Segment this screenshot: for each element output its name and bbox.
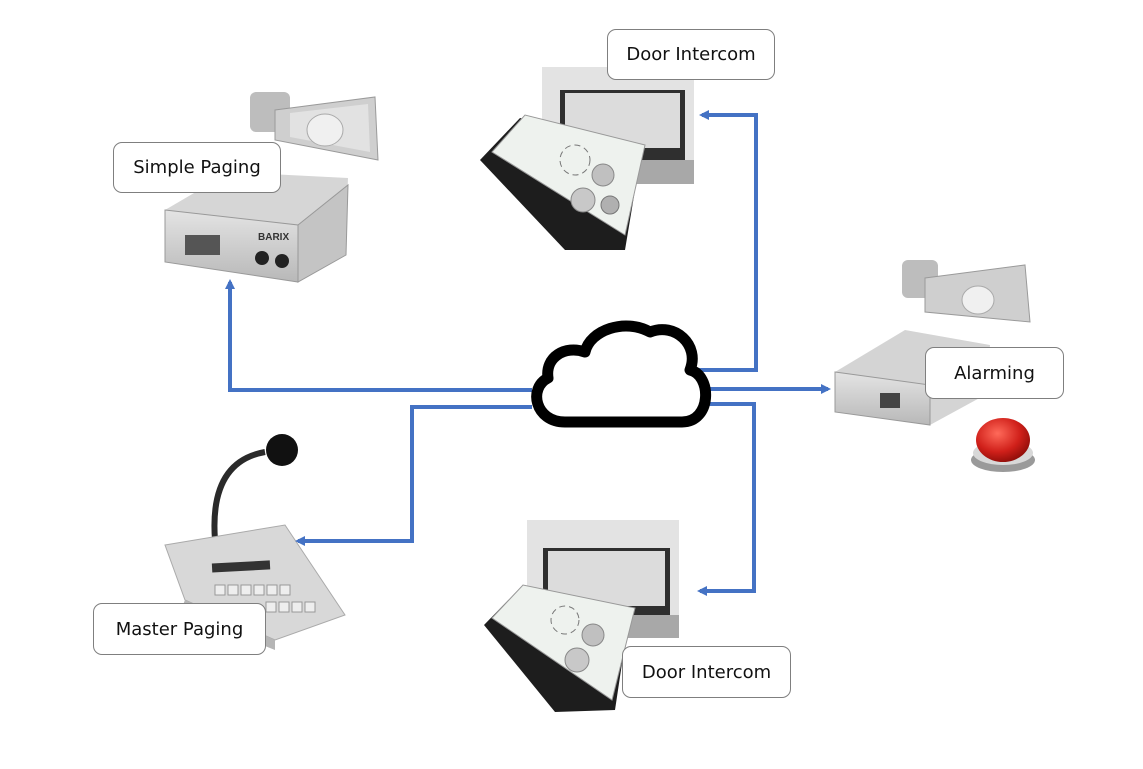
simple-paging-device: BARIX — [164, 92, 379, 283]
connector-master-paging — [295, 405, 532, 546]
alarm-button-icon — [971, 418, 1035, 472]
door-intercom-bottom-device — [484, 520, 679, 712]
cloud-icon — [531, 320, 711, 428]
microphone-icon — [211, 434, 298, 541]
label-door-intercom-top: Door Intercom — [607, 29, 775, 80]
label-door-intercom-bottom: Door Intercom — [622, 646, 791, 698]
horn-speaker-icon — [902, 260, 1031, 323]
horn-speaker-icon — [250, 92, 379, 161]
label-master-paging: Master Paging — [93, 603, 266, 655]
connector-door-intercom-top — [695, 110, 758, 372]
label-alarming: Alarming — [925, 347, 1064, 399]
connector-door-intercom-bottom — [697, 402, 756, 596]
door-intercom-top-device — [480, 67, 694, 250]
label-simple-paging: Simple Paging — [113, 142, 281, 193]
brand-logo: BARIX — [258, 232, 289, 243]
connector-simple-paging — [225, 279, 532, 392]
